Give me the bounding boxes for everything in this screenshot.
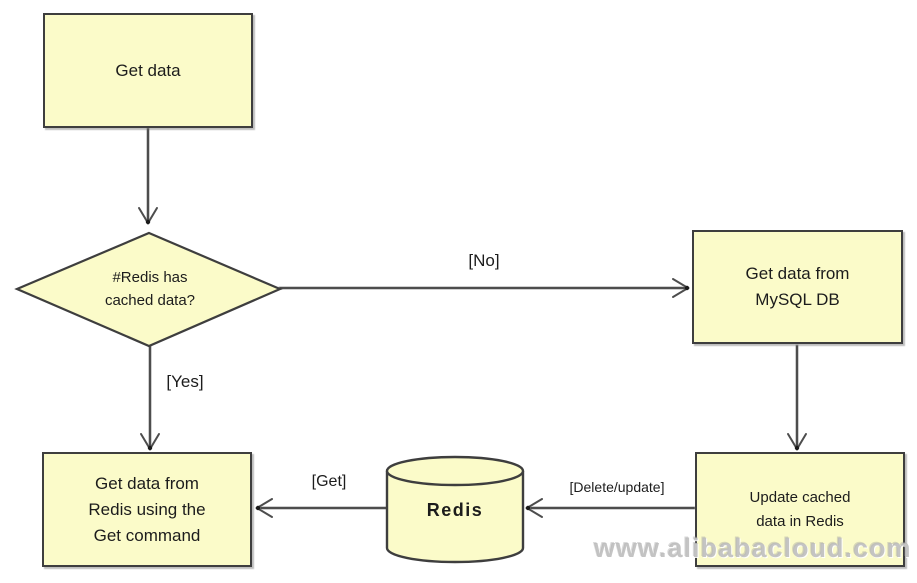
node-get-data-from-mysql: Get data from MySQL DB xyxy=(692,230,903,344)
node-update-cached-data: Update cached data in Redis xyxy=(695,452,905,567)
edge-label-no: [No] xyxy=(468,251,500,270)
node-get-data-from-redis: Get data from Redis using the Get comman… xyxy=(42,452,252,567)
node-getredis-line2: Redis using the xyxy=(88,499,206,519)
node-get-data: Get data xyxy=(43,13,253,128)
decision-diamond-shape xyxy=(14,231,283,348)
node-update-line1: Update cached xyxy=(749,488,851,506)
redis-cylinder-shape xyxy=(385,455,525,564)
node-getredis-line1: Get data from xyxy=(95,473,199,493)
edge-label-delete-update: [Delete/update] xyxy=(569,479,665,495)
node-mysql-line2: MySQL DB xyxy=(755,290,840,309)
node-mysql-line1: Get data from xyxy=(745,264,850,283)
edge-label-yes: [Yes] xyxy=(166,372,204,391)
edge-label-get: [Get] xyxy=(311,473,347,490)
node-get-data-label: Get data xyxy=(115,60,181,80)
node-getredis-line3: Get command xyxy=(93,525,201,545)
node-update-line2: data in Redis xyxy=(756,512,844,530)
